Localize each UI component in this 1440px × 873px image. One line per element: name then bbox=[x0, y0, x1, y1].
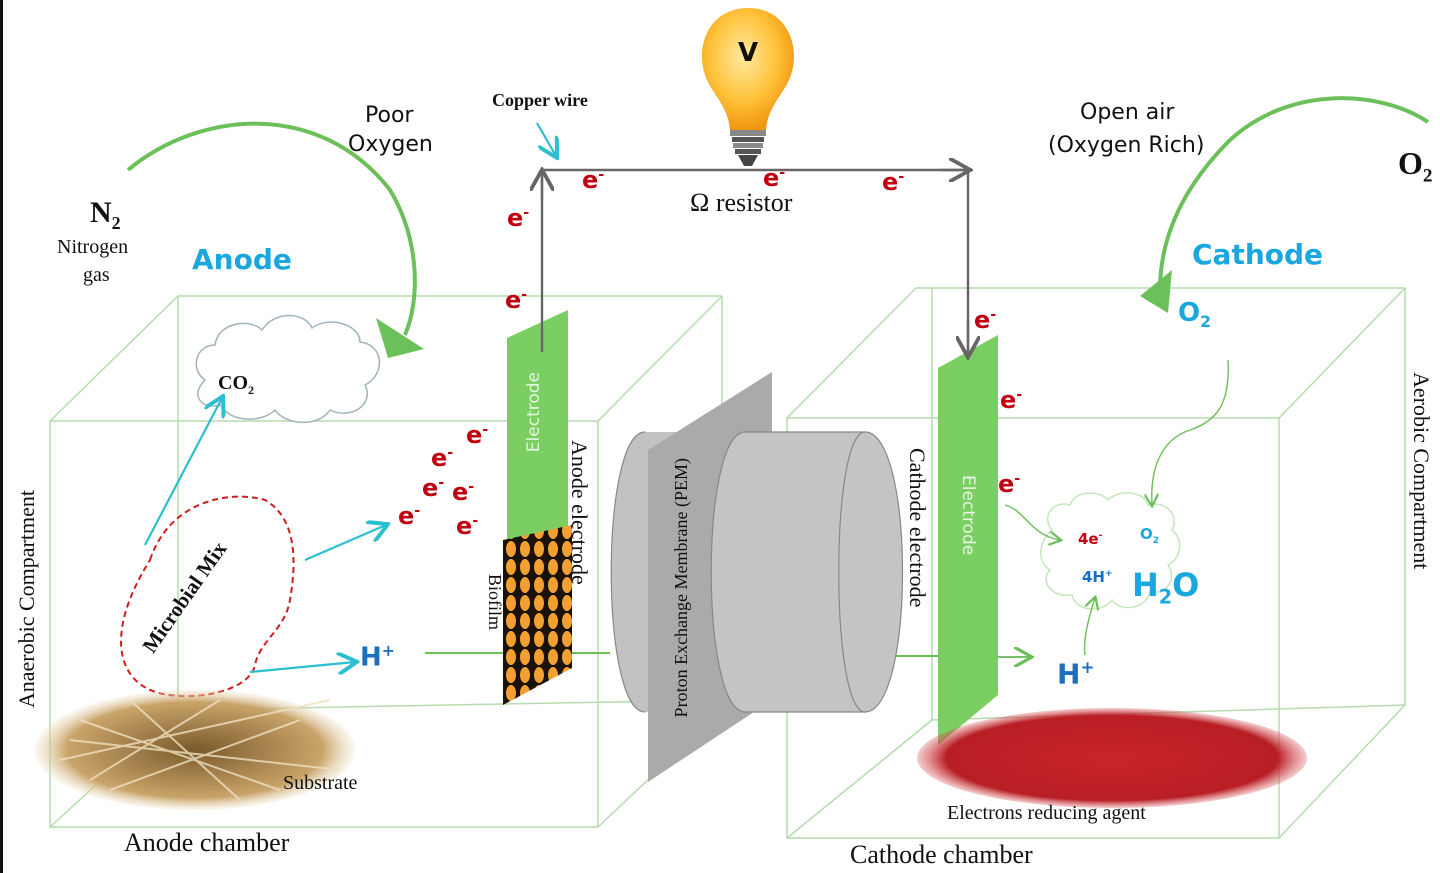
o2-text: O bbox=[1398, 145, 1423, 181]
poor-oxygen-label: Poor bbox=[365, 100, 413, 132]
cathode-electrode-label: Cathode electrode bbox=[905, 448, 930, 608]
pem-label: Proton Exchange Membrane (PEM) bbox=[671, 458, 691, 718]
co2-text: CO bbox=[218, 372, 248, 394]
cathode-electrode-plate bbox=[938, 335, 998, 745]
arrow-to-proton bbox=[249, 662, 355, 672]
arrow-o2-to-cloud bbox=[1152, 359, 1229, 505]
anaerobic-compartment-label: Anaerobic Compartment bbox=[14, 490, 39, 709]
o2-flow-arrow bbox=[1158, 96, 1430, 291]
arrow-e-to-cloud bbox=[1004, 504, 1060, 540]
h-sup: + bbox=[1080, 657, 1095, 677]
electron: e- bbox=[505, 286, 528, 314]
o2-arrowhead bbox=[1140, 270, 1172, 313]
o2-sub: 2 bbox=[1422, 165, 1433, 187]
arrow-to-co2 bbox=[144, 398, 222, 546]
biofilm-label: Biofilm bbox=[485, 574, 505, 631]
cathode-electrode-plate-label: Electrode bbox=[958, 475, 978, 556]
co2-sub: 2 bbox=[248, 383, 254, 397]
o2-cloud-sub: 2 bbox=[1152, 536, 1160, 546]
h-text: H bbox=[1057, 657, 1081, 691]
open-air-line2: (Oxygen Rich) bbox=[1048, 133, 1205, 158]
substrate-image bbox=[35, 690, 355, 810]
electron: e- bbox=[422, 474, 445, 502]
biofilm bbox=[503, 525, 572, 705]
cathode-chamber-label: Cathode chamber bbox=[850, 840, 1033, 869]
nitrogen-gas-line1: Nitrogen bbox=[57, 236, 129, 258]
voltage-symbol: V bbox=[738, 38, 759, 68]
four-electrons-label: 4e- bbox=[1078, 530, 1102, 548]
4e-text: 4e bbox=[1078, 530, 1099, 548]
anode-chamber-label: Anode chamber bbox=[124, 828, 290, 857]
o2-cloud-label: O2 bbox=[1140, 525, 1159, 546]
straw-fibers bbox=[59, 699, 341, 801]
electron: e- bbox=[1000, 386, 1023, 414]
o2-cathode-label: O2 bbox=[1178, 298, 1211, 331]
four-protons-label: 4H+ bbox=[1082, 568, 1113, 586]
h2o-sub: 2 bbox=[1158, 585, 1173, 609]
electron: e- bbox=[998, 470, 1021, 498]
h2o-h: H bbox=[1132, 566, 1159, 604]
h-text: H bbox=[360, 642, 382, 673]
anode-electrode-plate-label: Electrode bbox=[524, 372, 544, 453]
light-bulb-icon bbox=[701, 8, 795, 166]
reducing-agent-label: Electrons reducing agent bbox=[947, 802, 1146, 824]
copper-wire-pointer bbox=[536, 122, 556, 156]
aerobic-compartment-label: Aerobic Compartment bbox=[1409, 372, 1434, 570]
o2-cathode-sub: 2 bbox=[1200, 313, 1211, 332]
left-border bbox=[0, 0, 3, 873]
electron: e- bbox=[882, 168, 905, 196]
h2o-o: O bbox=[1172, 566, 1200, 604]
arrow-to-electrons bbox=[304, 525, 386, 562]
electron: e- bbox=[974, 306, 997, 334]
proton-cathode: H+ bbox=[1057, 657, 1095, 690]
n2-sub: 2 bbox=[111, 213, 121, 233]
cylinder-rim bbox=[838, 431, 866, 713]
anode-label: Anode bbox=[192, 243, 292, 276]
copper-wire-label: Copper wire bbox=[492, 90, 588, 110]
reaction-cloud bbox=[1040, 492, 1181, 610]
electron: e- bbox=[452, 478, 475, 506]
reducing-agent-image bbox=[917, 708, 1307, 808]
arrow-h-to-cloud bbox=[1083, 598, 1095, 656]
nitrogen-gas-line2: gas bbox=[83, 264, 110, 286]
electron: e- bbox=[431, 444, 454, 472]
membrane-cylinder bbox=[710, 431, 904, 713]
electron: e- bbox=[507, 204, 530, 232]
4h-sup: + bbox=[1105, 569, 1113, 579]
4h-text: 4H bbox=[1082, 568, 1105, 586]
h-sup: + bbox=[381, 642, 395, 660]
electron: e- bbox=[466, 421, 489, 449]
electron: e- bbox=[582, 166, 605, 194]
open-air-line1: Open air bbox=[1080, 100, 1175, 125]
anode-electrode-label: Anode electrode bbox=[567, 440, 592, 585]
poor-oxygen-line1: Poor bbox=[365, 103, 414, 128]
water-label: H2O bbox=[1132, 566, 1199, 608]
resistor-label: Ω resistor bbox=[690, 188, 793, 217]
o2-cathode-text: O bbox=[1178, 298, 1201, 328]
o2-cloud-text: O bbox=[1140, 525, 1153, 543]
electron: e- bbox=[398, 502, 421, 530]
cathode-label: Cathode bbox=[1192, 238, 1324, 271]
proton-anode: H+ bbox=[360, 642, 395, 673]
substrate-label: Substrate bbox=[283, 772, 358, 794]
copper-wire bbox=[540, 168, 970, 355]
o2-outside-label: O2 bbox=[1398, 145, 1432, 187]
electron: e- bbox=[456, 512, 479, 540]
co2-cloud bbox=[195, 314, 381, 424]
n2-label: N2 bbox=[90, 196, 121, 234]
poor-oxygen-line2: Oxygen bbox=[348, 132, 433, 157]
membrane-left-cap bbox=[610, 431, 646, 713]
electron: e- bbox=[763, 164, 786, 192]
n2-text: N bbox=[90, 196, 112, 229]
co2-label: CO2 bbox=[218, 372, 254, 398]
4e-sup: - bbox=[1098, 531, 1103, 541]
n2-arrowhead bbox=[376, 318, 424, 358]
n2-flow-arrow bbox=[126, 121, 417, 336]
microbial-mix-outline bbox=[120, 495, 295, 698]
